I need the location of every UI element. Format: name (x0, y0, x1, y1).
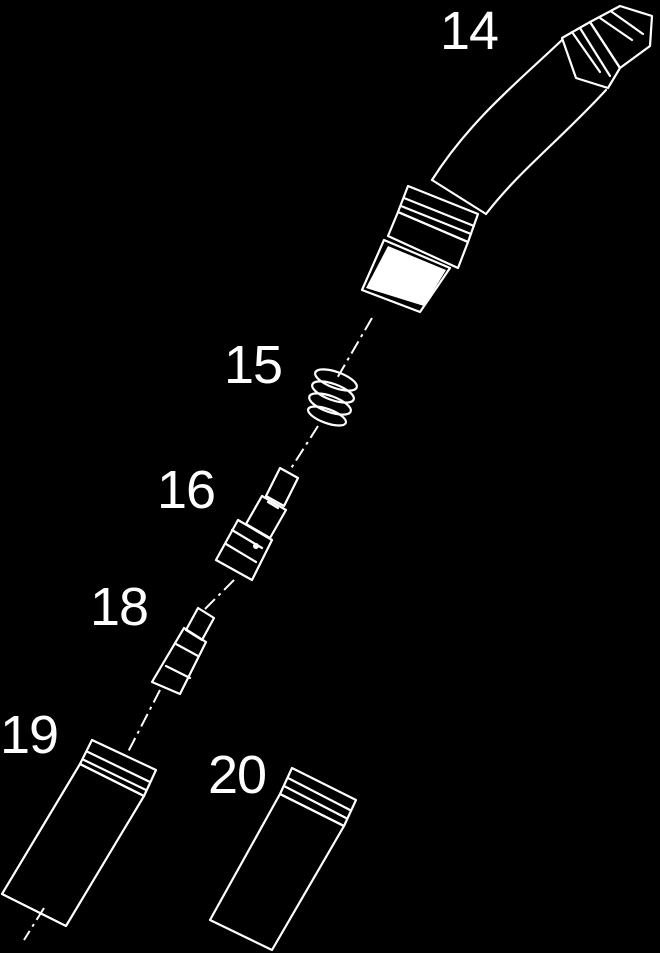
part-14-swan-neck (360, 4, 654, 314)
assembly-axis (23, 317, 373, 941)
callout-14: 14 (440, 1, 499, 61)
callout-15: 15 (224, 335, 283, 395)
callout-19: 19 (0, 705, 59, 765)
callout-16: 16 (157, 460, 216, 520)
part-20-gas-nozzle (208, 766, 358, 952)
part-15-spring (306, 368, 358, 427)
part-18-contact-tip (150, 606, 216, 696)
callout-18: 18 (90, 577, 149, 637)
callout-20: 20 (208, 745, 267, 805)
part-16-tip-adaptor (214, 466, 300, 582)
part-19-gas-nozzle (0, 738, 158, 928)
